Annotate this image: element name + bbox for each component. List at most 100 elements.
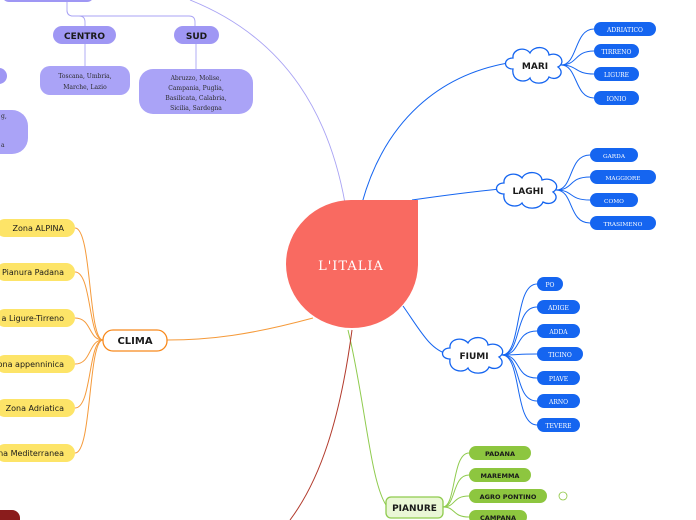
connector-fiumi-item [501,354,538,379]
mari-item-1-label: TIRRENO [602,49,632,56]
pianure-item-2-label: AGRO PONTINO [480,493,537,501]
fiumi-item-2[interactable]: ADDA [537,324,580,338]
laghi-item-3-label: TRASIMENO [604,222,643,228]
collapse-toggle[interactable] [558,491,568,501]
topic-pianure-shape [385,496,444,519]
connector-central-laghi [411,188,501,201]
cloud-shape-laghi [495,171,558,209]
connector-pianure-item [442,506,470,518]
fiumi-item-0[interactable]: PO [537,277,563,291]
fiumi-item-2-shape [537,324,580,338]
mari-item-0-label: ADRIATICO [606,27,643,34]
pianure-item-0-label: PADANA [485,450,515,458]
clima-item-1[interactable]: Pianura Padana [0,263,75,281]
connector-lines [66,0,595,520]
clima-item-0-shape [0,219,75,237]
connector-fiumi-item [501,306,538,356]
clima-item-5[interactable]: na Mediterranea [0,444,75,462]
clima-item-0[interactable]: Zona ALPINA [0,219,75,237]
laghi-item-2-label: COMO [604,199,624,205]
regions-group: CENTRO SUD Toscana, Umbria, Marche, Lazi… [0,0,253,154]
pianure-item-1-label: MAREMMA [481,472,520,480]
topic-fiumi[interactable]: FIUMI [441,336,504,374]
fiumi-item-5[interactable]: ARNO [537,394,580,408]
region-detail-sud [139,69,253,114]
region-detail-centro [40,66,130,95]
fiumi-item-6[interactable]: TEVERE [537,418,580,432]
laghi-item-3-shape [590,216,656,230]
pianure-item-1[interactable]: MAREMMA [469,468,531,482]
region-detail-sud-line-3: Basilicata, Calabria, [165,95,226,102]
mari-item-2-shape [594,67,639,81]
mari-items: ADRIATICO TIRRENO LIGURE IONIO [594,22,656,105]
mari-item-3[interactable]: IONIO [594,91,639,105]
clima-item-1-label: Pianura Padana [2,268,64,277]
topic-pianure-label: PIANURE [392,504,437,514]
partial-node-bottom-left[interactable] [0,510,20,520]
central-topic-shape [286,200,418,328]
connector-clima-item [74,339,104,454]
topic-clima[interactable]: CLIMA [102,329,168,352]
connector-pianure-item [442,474,470,508]
cloud-shape-fiumi [441,336,504,374]
laghi-item-0-shape [590,148,638,162]
connector-central-bottom [289,329,353,520]
pianure-item-0[interactable]: PADANA [469,446,531,460]
pianure-items: PADANA MAREMMA AGRO PONTINO CAMPANA [469,446,547,520]
clima-item-3[interactable]: ona appenninica [0,355,75,373]
laghi-item-0[interactable]: GARDA [590,148,638,162]
laghi-item-0-label: GARDA [603,154,626,160]
fiumi-item-0-shape [537,277,563,291]
clima-items: Zona ALPINA Pianura Padana a Ligure-Tirren… [0,219,75,462]
connector-regions-tree [66,0,196,26]
mari-item-2[interactable]: LIGURE [594,67,639,81]
central-topic[interactable]: L'ITALIA [286,200,418,328]
connector-fiumi-item [501,283,538,356]
topic-mari[interactable]: MARI [504,46,563,84]
laghi-item-1[interactable]: MAGGIORE [590,170,656,184]
connector-central-mari [361,62,509,204]
clima-item-3-shape [0,355,75,373]
topic-mari-label: MARI [522,62,548,72]
mari-item-0[interactable]: ADRIATICO [594,22,656,36]
fiumi-item-3[interactable]: TICINO [537,347,583,361]
laghi-item-2[interactable]: COMO [590,193,638,207]
connector-laghi-item [555,154,591,191]
topic-clima-label: CLIMA [117,336,152,347]
connector-clima-item [74,271,104,341]
topic-pianure[interactable]: PIANURE [385,491,568,519]
region-node-centro[interactable] [53,26,116,44]
region-detail-sud-line-2: Campania, Puglia, [168,85,224,92]
central-topic-label: L'ITALIA [318,259,384,274]
fiumi-item-6-shape [537,418,580,432]
connector-mari-item [560,64,595,99]
clima-item-2[interactable]: a Ligure-Tirreno [0,309,75,327]
pianure-item-2[interactable]: AGRO PONTINO [469,489,547,503]
connector-regions-centro [66,9,86,26]
clima-item-5-shape [0,444,75,462]
clima-item-2-shape [0,309,75,327]
mari-item-3-shape [594,91,639,105]
connector-central-pianure [347,329,387,506]
clima-item-4[interactable]: Zona Adriatica [0,399,75,417]
fiumi-item-5-shape [537,394,580,408]
fiumi-item-0-label: PO [546,282,555,289]
mari-item-1[interactable]: TIRRENO [594,44,639,58]
mari-item-2-label: LIGURE [604,72,629,79]
region-detail-left [0,110,28,154]
mari-item-1-shape [594,44,639,58]
connector-pianure-item [442,452,470,508]
topic-laghi[interactable]: LAGHI [495,171,558,209]
fiumi-item-1[interactable]: ADIGE [537,300,580,314]
region-detail-sud-line-1: Abruzzo, Molise, [170,75,222,82]
connector-laghi-item [555,189,591,224]
region-left-stub [0,68,7,84]
laghi-item-3[interactable]: TRASIMENO [590,216,656,230]
fiumi-item-6-label: TEVERE [546,423,572,430]
connector-laghi-item [555,176,591,191]
region-node-sud[interactable] [174,26,219,44]
clima-item-0-label: Zona ALPINA [13,224,65,233]
fiumi-item-4[interactable]: PIAVE [537,371,580,385]
pianure-item-3[interactable]: CAMPANA [469,510,527,520]
